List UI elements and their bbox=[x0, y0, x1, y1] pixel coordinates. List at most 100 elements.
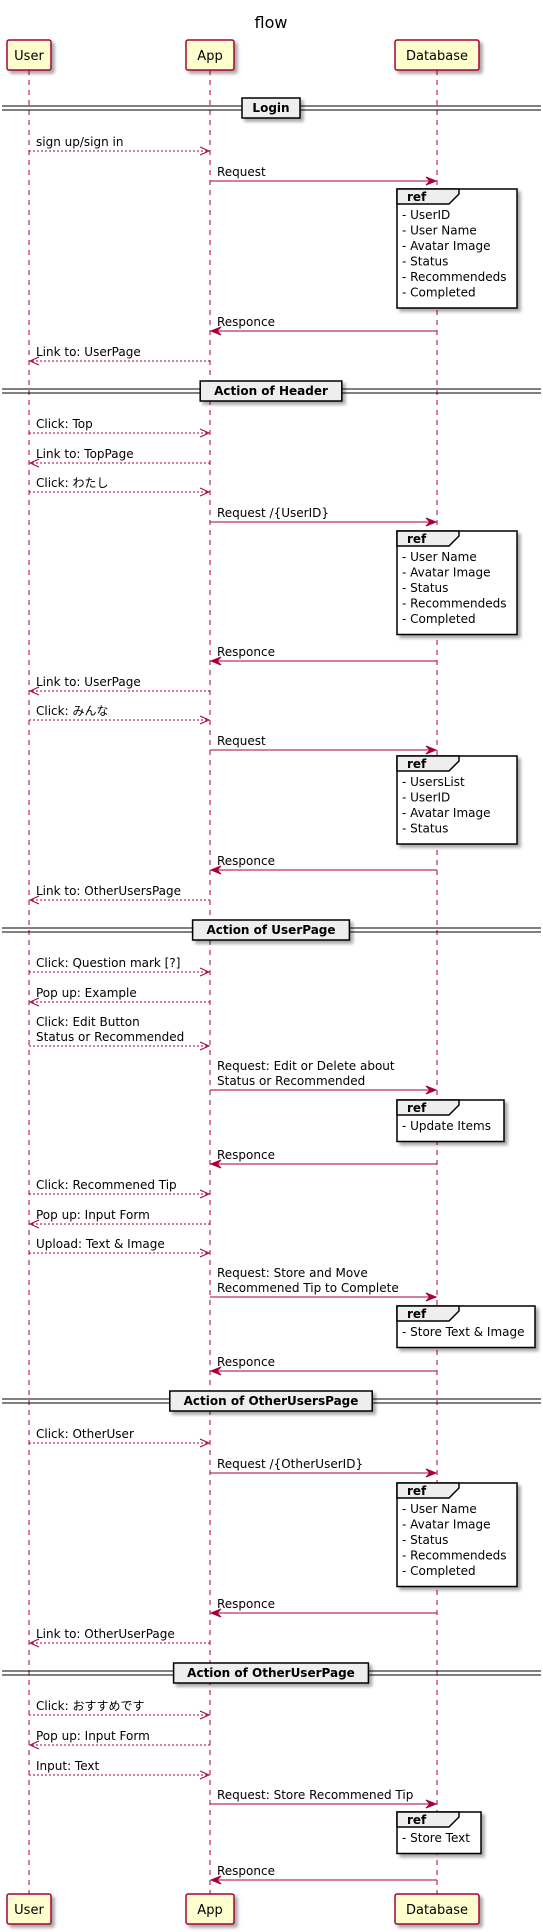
ref-line: - Recommendeds bbox=[402, 270, 507, 284]
filled-arrowhead bbox=[425, 745, 438, 755]
ref-tab-label: ref bbox=[407, 1484, 427, 1498]
message: Link to: OtherUsersPage bbox=[28, 884, 210, 905]
filled-arrowhead bbox=[425, 1799, 438, 1809]
ref-tab bbox=[396, 1305, 460, 1322]
open-arrowhead bbox=[28, 356, 40, 366]
ref-tab bbox=[396, 755, 460, 772]
ref-line: - Avatar Image bbox=[402, 1518, 491, 1532]
message-label: Link to: TopPage bbox=[36, 447, 134, 461]
ref-frame: ref- Update Items bbox=[396, 1099, 505, 1143]
participant-app-bottom: App bbox=[185, 1893, 235, 1925]
message: Pop up: Example bbox=[28, 986, 210, 1007]
message: Link to: OtherUserPage bbox=[28, 1627, 210, 1648]
participant-box bbox=[6, 39, 52, 71]
message-label: Pop up: Input Form bbox=[36, 1208, 150, 1222]
ref-line: - User Name bbox=[402, 1502, 477, 1516]
open-arrowhead bbox=[28, 1638, 40, 1648]
section-divider: Action of OtherUsersPage bbox=[2, 1390, 541, 1412]
ref-line: - Status bbox=[402, 581, 448, 595]
message: Responce bbox=[209, 854, 437, 875]
participant-db-bottom: Database bbox=[394, 1893, 480, 1925]
section-divider-box bbox=[191, 919, 351, 941]
message: Click: わたし bbox=[29, 476, 211, 497]
message-label: Pop up: Example bbox=[36, 986, 137, 1000]
message-label: Link to: OtherUsersPage bbox=[36, 884, 181, 898]
message-label: Upload: Text & Image bbox=[36, 1237, 165, 1251]
message-label: Responce bbox=[217, 854, 275, 868]
message: Request bbox=[210, 734, 438, 755]
message-label: Click: Edit Button bbox=[36, 1015, 140, 1029]
ref-tab bbox=[396, 1099, 460, 1116]
message: Responce bbox=[209, 1355, 437, 1376]
message-label: Recommened Tip to Complete bbox=[217, 1281, 399, 1295]
ref-tab-label: ref bbox=[407, 1813, 427, 1827]
filled-arrowhead bbox=[425, 1085, 438, 1095]
message-label: Link to: OtherUserPage bbox=[36, 1627, 175, 1641]
message: Link to: TopPage bbox=[28, 447, 210, 468]
message-label: Click: OtherUser bbox=[36, 1427, 134, 1441]
open-arrowhead bbox=[28, 1219, 40, 1229]
participant-box bbox=[185, 1893, 235, 1925]
message: Responce bbox=[209, 1864, 437, 1885]
open-arrowhead bbox=[28, 458, 40, 468]
section-divider-box bbox=[241, 97, 301, 119]
ref-line: - Completed bbox=[402, 1564, 476, 1578]
ref-tab-label: ref bbox=[407, 1307, 427, 1321]
participant-label: Database bbox=[406, 1903, 468, 1918]
ref-line: - User Name bbox=[402, 224, 477, 238]
ref-line: - Status bbox=[402, 255, 448, 269]
message-label: Pop up: Input Form bbox=[36, 1729, 150, 1743]
section-divider-box bbox=[172, 1662, 370, 1684]
message-label: Responce bbox=[217, 1864, 275, 1878]
message-label: Click: Recommened Tip bbox=[36, 1178, 177, 1192]
section-divider-box bbox=[199, 380, 343, 402]
message: Input: Text bbox=[29, 1759, 211, 1780]
open-arrowhead bbox=[28, 1740, 40, 1750]
participant-box bbox=[394, 1893, 480, 1925]
message-label: Responce bbox=[217, 1597, 275, 1611]
message: Responce bbox=[209, 1597, 437, 1618]
lifelines bbox=[28, 70, 438, 1894]
message: Request /{UserID} bbox=[210, 506, 438, 527]
message-label: Request bbox=[217, 734, 266, 748]
ref-line: - Status bbox=[402, 822, 448, 836]
message: Link to: UserPage bbox=[28, 675, 210, 696]
participant-user-top: User bbox=[6, 39, 52, 71]
section-divider-label: Login bbox=[252, 101, 289, 115]
message: Click: Recommened Tip bbox=[29, 1178, 211, 1199]
message-label: Link to: UserPage bbox=[36, 675, 141, 689]
open-arrowhead bbox=[199, 1189, 211, 1199]
message-label: Status or Recommended bbox=[36, 1030, 184, 1044]
message-label: Request: Store Recommened Tip bbox=[217, 1788, 413, 1802]
filled-arrowhead bbox=[209, 1608, 222, 1618]
ref-tab bbox=[396, 188, 460, 205]
message: Responce bbox=[209, 645, 437, 666]
message: Request: Store Recommened Tip bbox=[210, 1788, 438, 1809]
participant-label: User bbox=[14, 49, 44, 64]
filled-arrowhead bbox=[425, 1468, 438, 1478]
message: Request: Edit or Delete about Status or … bbox=[210, 1059, 438, 1095]
participant-db-top: Database bbox=[394, 39, 480, 71]
participant-box bbox=[394, 39, 480, 71]
section-divider-label: Action of OtherUserPage bbox=[187, 1666, 355, 1680]
message: Pop up: Input Form bbox=[28, 1208, 210, 1229]
ref-line: - Recommendeds bbox=[402, 597, 507, 611]
open-arrowhead bbox=[28, 686, 40, 696]
message: Link to: UserPage bbox=[28, 345, 210, 366]
filled-arrowhead bbox=[209, 1366, 222, 1376]
section-divider-label: Action of UserPage bbox=[206, 923, 335, 937]
message-label: Click: おすすめです bbox=[36, 1699, 144, 1713]
filled-arrowhead bbox=[209, 865, 222, 875]
message: Pop up: Input Form bbox=[28, 1729, 210, 1750]
ref-tab bbox=[396, 1811, 460, 1828]
message: Click: OtherUser bbox=[29, 1427, 211, 1448]
ref-line: - Completed bbox=[402, 286, 476, 300]
participant-label: User bbox=[14, 1903, 44, 1918]
message-label: Responce bbox=[217, 315, 275, 329]
message-label: Request /{UserID} bbox=[217, 506, 329, 520]
message: Responce bbox=[209, 315, 437, 336]
section-divider-label: Action of Header bbox=[214, 384, 328, 398]
section-divider: Action of OtherUserPage bbox=[2, 1662, 541, 1684]
message-label: Responce bbox=[217, 645, 275, 659]
